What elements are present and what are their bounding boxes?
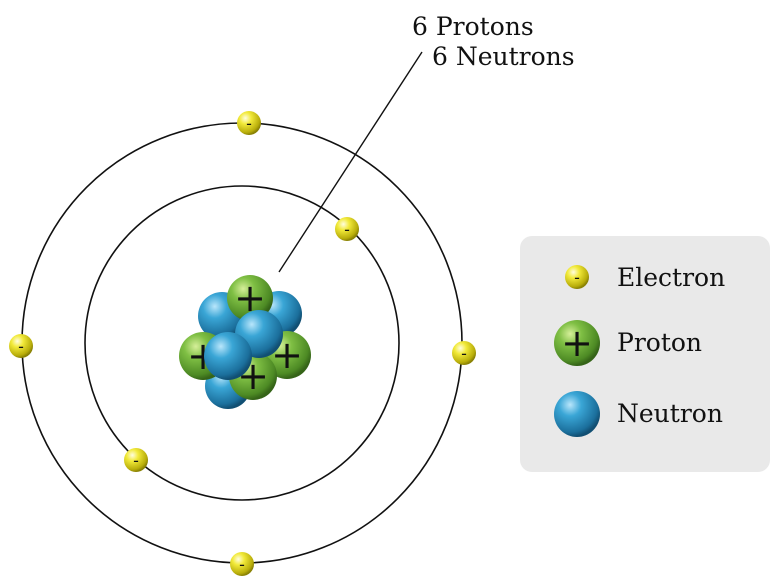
electron-sign: - — [239, 555, 245, 574]
nucleus-pointer-line — [278, 51, 423, 273]
legend-item-proton: + Proton — [554, 320, 702, 366]
electron-sign: - — [461, 344, 467, 363]
electron: - — [230, 552, 254, 576]
electron-sign: - — [246, 114, 252, 133]
electron: - — [9, 334, 33, 358]
legend: - Electron + Proton Neutron — [520, 236, 770, 472]
nucleus: + + + + — [179, 275, 311, 409]
electron: - — [124, 448, 148, 472]
inner-orbit — [84, 185, 400, 501]
electron-sign: - — [18, 337, 24, 356]
legend-proton-sign: + — [561, 321, 593, 365]
legend-electron-label: Electron — [617, 263, 725, 292]
legend-neutron-label: Neutron — [617, 399, 723, 428]
legend-electron-sign: - — [574, 268, 580, 287]
electron: - — [452, 341, 476, 365]
legend-item-electron: - Electron — [565, 263, 725, 292]
legend-proton-label: Proton — [617, 328, 702, 357]
electron: - — [237, 111, 261, 135]
nucleus-label-protons: 6 Protons — [412, 12, 534, 41]
electron: - — [335, 217, 359, 241]
electron-sign: - — [133, 451, 139, 470]
neutron — [204, 332, 252, 380]
electron-sign: - — [344, 220, 350, 239]
legend-item-neutron: Neutron — [554, 391, 723, 437]
nucleus-label-neutrons: 6 Neutrons — [432, 42, 575, 71]
